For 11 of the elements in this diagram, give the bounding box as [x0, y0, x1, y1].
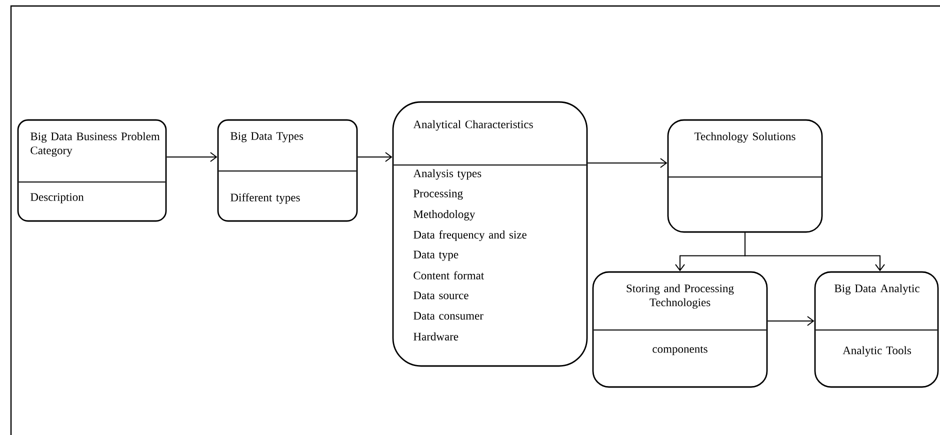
process-box: Big Data Analytic Analytic Tools: [814, 271, 939, 388]
arrow: [744, 232, 885, 272]
arrow: [587, 158, 668, 168]
process-box: Technology Solutions: [667, 119, 823, 233]
arrow: [357, 152, 392, 162]
process-box: Big Data Business Problem Category Description: [17, 119, 167, 222]
process-box: Big Data Types Different types: [217, 119, 358, 222]
arrow: [767, 316, 814, 326]
process-box: Analytical Characteristics Analysis types Processing Methodology Data frequency and size Data type Content format Data source Data consumer Hardware: [392, 101, 588, 367]
arrow: [166, 152, 218, 162]
process-box: Storing and Processing Technologies components: [592, 271, 768, 388]
